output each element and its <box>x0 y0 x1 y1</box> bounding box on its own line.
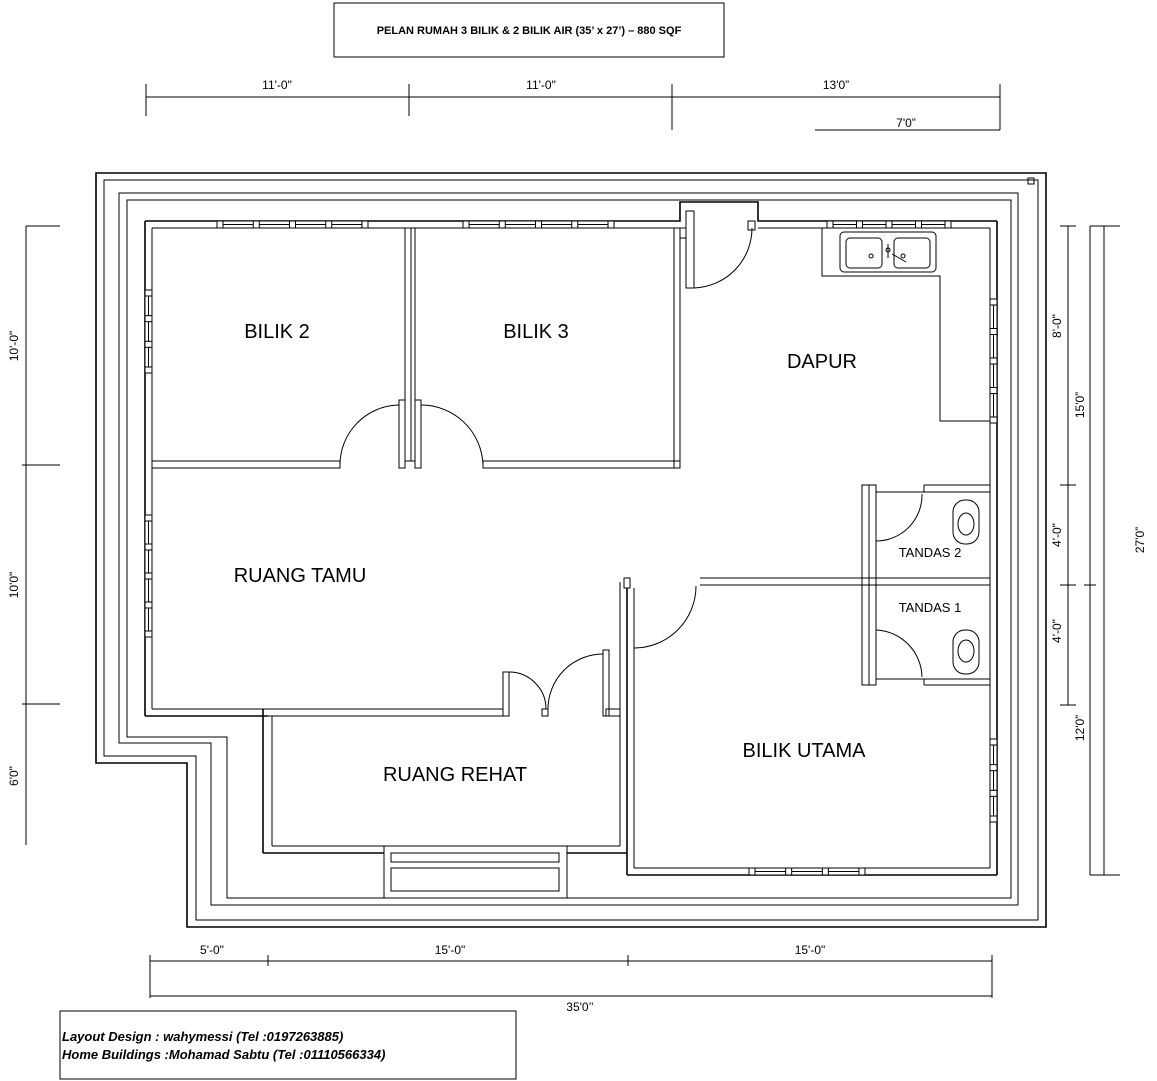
title-block: PELAN RUMAH 3 BILIK & 2 BILIK AIR (35’ x… <box>333 2 725 58</box>
room-label-ruang-tamu: RUANG TAMU <box>234 565 367 587</box>
plan-title: PELAN RUMAH 3 BILIK & 2 BILIK AIR (35’ x… <box>377 25 682 37</box>
dim-right-2: 4'-0" <box>1050 523 1064 547</box>
top-dimensions: 11'-0" 11'-0" 13'0” 7'0” <box>145 78 1001 131</box>
room-label-tandas1: TANDAS 1 <box>899 600 962 615</box>
dim-left-1: 10'-0" <box>7 331 21 362</box>
left-dimensions: 10'-0" 10'0" 6'0" <box>7 225 60 845</box>
doors <box>339 210 923 710</box>
window-bilik2-left <box>144 289 153 374</box>
dim-bottom-3: 15'-0" <box>795 943 826 957</box>
room-label-bilik-utama: BILIK UTAMA <box>743 740 867 762</box>
toilets <box>952 499 980 675</box>
window-bilik-utama-right <box>989 738 998 823</box>
window-bilik3 <box>462 220 615 229</box>
room-label-bilik2: BILIK 2 <box>244 321 310 343</box>
credits-block: Layout Design : wahymessi (Tel :01972638… <box>59 1010 517 1080</box>
window-ruang-tamu-left <box>144 514 153 638</box>
room-label-bilik3: BILIK 3 <box>503 321 569 343</box>
dim-top-2: 11'-0" <box>526 78 556 92</box>
credit-line-2: Home Buildings :Mohamad Sabtu (Tel :0111… <box>62 1047 385 1062</box>
dim-right-4: 15'0” <box>1073 392 1087 418</box>
dim-bottom-2: 15'-0" <box>435 943 466 957</box>
dim-top-1: 11'-0" <box>262 78 292 92</box>
window-bilik-utama-bottom <box>748 867 866 876</box>
room-label-dapur: DAPUR <box>787 351 857 373</box>
window-bilik2 <box>216 220 369 229</box>
dim-left-3: 6'0" <box>7 766 21 786</box>
right-dimensions: 8'-0" 4'-0" 4'-0" 15'0” 12'0” 27'0” <box>1050 225 1147 876</box>
dim-right-total: 27'0” <box>1133 527 1147 553</box>
room-label-ruang-rehat: RUANG REHAT <box>383 764 527 786</box>
room-label-tandas2: TANDAS 2 <box>899 545 962 560</box>
dim-right-3: 4'-0" <box>1050 619 1064 643</box>
windows <box>144 220 998 876</box>
window-dapur <box>826 220 952 229</box>
window-dapur-right <box>989 298 998 424</box>
dim-right-5: 12'0” <box>1073 715 1087 741</box>
outer-boundary <box>95 172 1047 928</box>
interior-walls <box>151 227 991 868</box>
credit-line-1: Layout Design : wahymessi (Tel :01972638… <box>62 1029 343 1044</box>
dim-bottom-total: 35'0’’ <box>566 1000 593 1014</box>
dim-top-3: 13'0” <box>823 78 849 92</box>
dim-top-sub: 7'0” <box>896 116 916 130</box>
dim-right-1: 8'-0" <box>1050 314 1064 338</box>
dim-bottom-1: 5'-0" <box>200 943 224 957</box>
dim-left-2: 10'0" <box>7 572 21 599</box>
bottom-dimensions: 5'-0" 15'-0" 15'-0" 35'0’’ <box>149 943 993 1014</box>
room-labels: BILIK 2 BILIK 3 DAPUR RUANG TAMU RUANG R… <box>234 321 962 786</box>
front-steps <box>383 845 568 899</box>
